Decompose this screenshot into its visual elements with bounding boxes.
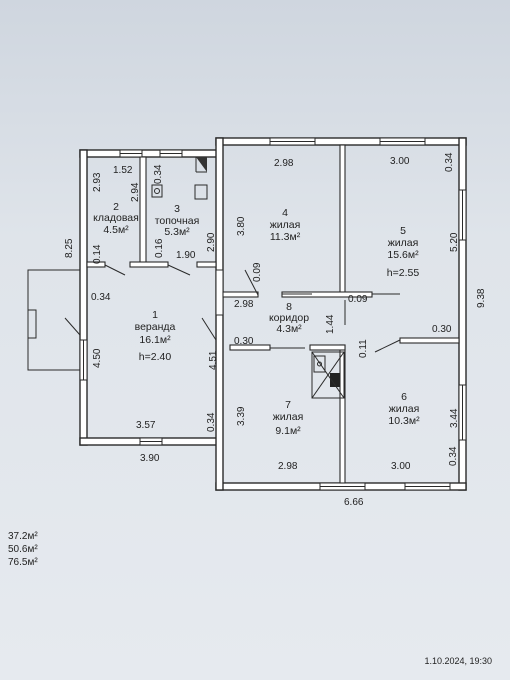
dim-3-90: 3.90 xyxy=(140,453,160,464)
door-swings xyxy=(64,264,401,353)
room-5-area: 15.6м² xyxy=(387,249,419,261)
dimension-labels: 1.52 0.34 2.93 2.94 2.98 3.00 0.34 3.80 … xyxy=(64,152,487,508)
room-7-number: 7 xyxy=(285,399,291,411)
room-7-area: 9.1м² xyxy=(275,425,301,437)
dim-0-09-b: 0.09 xyxy=(348,294,368,305)
room-6-number: 6 xyxy=(401,391,407,403)
room-2-label: 2 кладовая 4.5м² xyxy=(93,201,139,236)
dim-0-30-mid: 0.30 xyxy=(234,336,254,347)
room-2-number: 2 xyxy=(113,201,119,213)
dim-3-57: 3.57 xyxy=(136,420,156,431)
dim-3-00-top: 3.00 xyxy=(390,156,410,167)
dim-2-93: 2.93 xyxy=(92,172,103,192)
dim-3-80: 3.80 xyxy=(236,216,247,236)
room-1-height: h=2.40 xyxy=(139,351,172,363)
dim-3-39: 3.39 xyxy=(236,406,247,426)
room-5-number: 5 xyxy=(400,225,406,237)
summary-line-3: 76.5м² xyxy=(8,557,38,568)
dim-0-34-bottom-right: 0.34 xyxy=(448,446,459,466)
room-1-area: 16.1м² xyxy=(139,334,171,346)
dim-6-66: 6.66 xyxy=(344,497,364,508)
dim-3-44: 3.44 xyxy=(449,408,460,428)
dim-0-09-a: 0.09 xyxy=(252,262,263,282)
room-8-number: 8 xyxy=(286,301,292,313)
photo-timestamp: 1.10.2024, 19:30 xyxy=(424,656,492,666)
dim-1-44: 1.44 xyxy=(325,314,336,334)
dim-2-98-top: 2.98 xyxy=(274,158,294,169)
room-7-name: жилая xyxy=(273,411,304,423)
room-4-area: 11.3м² xyxy=(270,231,301,243)
room-6-name: жилая xyxy=(389,403,420,415)
room-1-number: 1 xyxy=(152,309,158,321)
room-3-number: 3 xyxy=(174,203,180,215)
room-4-label: 4 жилая 11.3м² xyxy=(270,207,301,243)
dim-5-20: 5.20 xyxy=(449,232,460,252)
dim-9-38: 9.38 xyxy=(476,288,487,308)
room-4-number: 4 xyxy=(282,207,288,219)
dim-0-34-left: 0.34 xyxy=(91,292,111,303)
room-labels: 2 кладовая 4.5м² 3 топочная 5.3м² 4 жила… xyxy=(93,201,420,437)
dim-3-00-bottom: 3.00 xyxy=(391,461,411,472)
dim-4-50: 4.50 xyxy=(92,348,103,368)
room-8-name: коридор xyxy=(269,312,309,324)
dim-0-34-low: 0.34 xyxy=(206,412,217,432)
dim-0-14: 0.14 xyxy=(92,244,103,264)
room-7-label: 7 жилая 9.1м² xyxy=(273,399,304,437)
room-4-name: жилая xyxy=(270,219,301,231)
windows xyxy=(79,137,467,491)
room-2-area: 4.5м² xyxy=(103,224,129,236)
interior-walls xyxy=(86,144,460,484)
dim-0-34-top-right: 0.34 xyxy=(444,152,455,172)
room-8-label: 8 коридор 4.3м² xyxy=(269,301,309,335)
dim-2-98-bottom: 2.98 xyxy=(278,461,298,472)
dim-0-11: 0.11 xyxy=(358,339,369,358)
terrace-step xyxy=(27,309,37,339)
room-3-name: топочная xyxy=(155,215,200,227)
room-3-area: 5.3м² xyxy=(164,226,190,238)
room-6-area: 10.3м² xyxy=(388,415,420,427)
dim-0-34-top: 0.34 xyxy=(153,164,164,184)
room-3-label: 3 топочная 5.3м² xyxy=(155,203,200,238)
room-1-label: 1 веранда 16.1м² h=2.40 xyxy=(135,309,176,363)
boiler-equipment xyxy=(151,157,208,200)
summary-line-2: 50.6м² xyxy=(8,544,38,555)
room-5-label: 5 жилая 15.6м² h=2.55 xyxy=(387,225,420,279)
summary-line-1: 37.2м² xyxy=(8,531,38,542)
dim-2-90: 2.90 xyxy=(206,232,217,252)
room-2-name: кладовая xyxy=(93,212,139,224)
room-8-area: 4.3м² xyxy=(276,323,302,335)
room-1-name: веранда xyxy=(135,321,176,333)
dim-2-98-mid: 2.98 xyxy=(234,299,254,310)
room-5-name: жилая xyxy=(388,237,419,249)
room-6-label: 6 жилая 10.3м² xyxy=(388,391,420,427)
room-5-height: h=2.55 xyxy=(387,267,420,279)
dim-0-30-right: 0.30 xyxy=(432,324,452,335)
dim-4-51: 4.51 xyxy=(208,350,219,370)
area-summary: 37.2м² 50.6м² 76.5м² xyxy=(8,530,38,569)
dim-0-16: 0.16 xyxy=(154,238,165,258)
dim-8-25: 8.25 xyxy=(64,238,75,258)
dim-2-94: 2.94 xyxy=(130,182,141,202)
stove-box xyxy=(311,351,345,399)
dim-1-90: 1.90 xyxy=(176,250,196,261)
dim-1-52: 1.52 xyxy=(113,165,133,176)
